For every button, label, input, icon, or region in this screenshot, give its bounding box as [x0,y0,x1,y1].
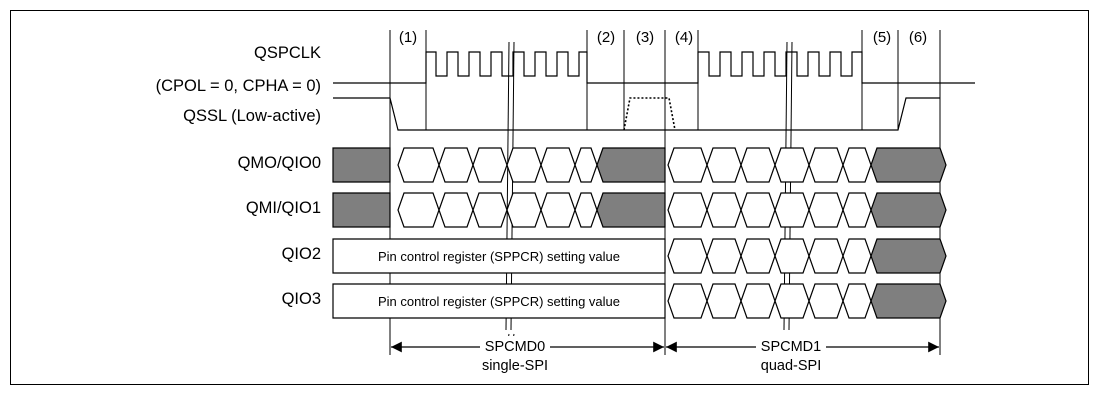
marker-2: (2) [597,29,615,46]
qmo-data-bit [774,147,810,183]
spcmd0-mode: single-SPI [482,358,548,374]
qmo-data-bit [540,147,576,183]
qmi-data-bit [667,192,708,228]
qmi-data-bit [438,192,474,228]
qio2-data-bit [808,238,844,274]
marker-3: (3) [636,29,654,46]
qmi-data-bit [808,192,844,228]
qio3-data-bit [774,283,810,319]
qmo-undefined-end [596,147,666,183]
qio3-data-bit [667,283,708,319]
qmi-undefined-tail [870,192,947,228]
qio3-label: QIO3 [282,290,321,308]
qio3-bus [332,283,947,319]
qmi-data-bit [774,192,810,228]
marker-1: (1) [399,29,417,46]
qmo-data-bit [472,147,508,183]
qmi-bus [332,192,947,228]
spcmd1-label-gap [756,336,826,384]
qmi-data-bit [397,192,440,228]
diagram-frame [10,10,1089,385]
qmo-undefined-start [332,147,391,183]
qmo-data-bit [808,147,844,183]
qio3-data-bit [842,283,872,319]
qio3-data-bit [706,283,742,319]
qmo-data-bit [574,147,598,183]
marker-4: (4) [675,29,693,46]
spcmd0-label-gap [480,336,550,384]
qspclk-waveform [333,51,975,84]
qmi-label: QMI/QIO1 [246,199,321,217]
qmo-data-bit [438,147,474,183]
qmo-label: QMO/QIO0 [238,154,321,172]
qmi-data-bit [706,192,742,228]
qmi-undefined-end [596,192,666,228]
qio2-bus [332,238,947,274]
qssl-label: QSSL (Low-active) [183,107,321,125]
qssl-dotted-pulse [623,97,676,131]
qmo-data-bit [842,147,872,183]
spcmd1-mode: quad-SPI [761,358,821,374]
qio2-data-bit [667,238,708,274]
qio2-pin-control-text: Pin control register (SPPCR) setting val… [378,249,620,264]
qmi-data-bit [506,192,542,228]
qmi-data-bit [842,192,872,228]
qspclk-label: QSPCLK [254,44,321,62]
marker-6: (6) [909,29,927,46]
qmo-data-bit [740,147,776,183]
qio3-data-bit [740,283,776,319]
qio3-pin-control-region [332,283,666,319]
qmo-data-bit [397,147,440,183]
qio2-data-bit [706,238,742,274]
qio2-undefined-tail [870,238,947,274]
qmo-data-bit [706,147,742,183]
qssl-waveform [333,97,940,131]
marker-5: (5) [873,29,891,46]
qio3-pin-control-text: Pin control register (SPPCR) setting val… [378,294,620,309]
qio2-label: QIO2 [282,245,321,263]
qio2-data-bit [740,238,776,274]
qmi-data-bit [574,192,598,228]
qspclk-mode-label: (CPOL = 0, CPHA = 0) [156,77,321,95]
qmi-data-bit [472,192,508,228]
qmo-undefined-tail [870,147,947,183]
qmi-undefined-start [332,192,391,228]
qio2-data-bit [774,238,810,274]
qmo-bus [332,147,947,183]
qmo-data-bit [506,147,542,183]
qmo-data-bit [667,147,708,183]
qio2-pin-control-region [332,238,666,274]
spcmd1-name: SPCMD1 [761,339,821,355]
qio3-data-bit [808,283,844,319]
qmi-data-bit [540,192,576,228]
qio2-data-bit [842,238,872,274]
qio3-undefined-tail [870,283,947,319]
spcmd0-name: SPCMD0 [485,339,545,355]
qmi-data-bit [740,192,776,228]
